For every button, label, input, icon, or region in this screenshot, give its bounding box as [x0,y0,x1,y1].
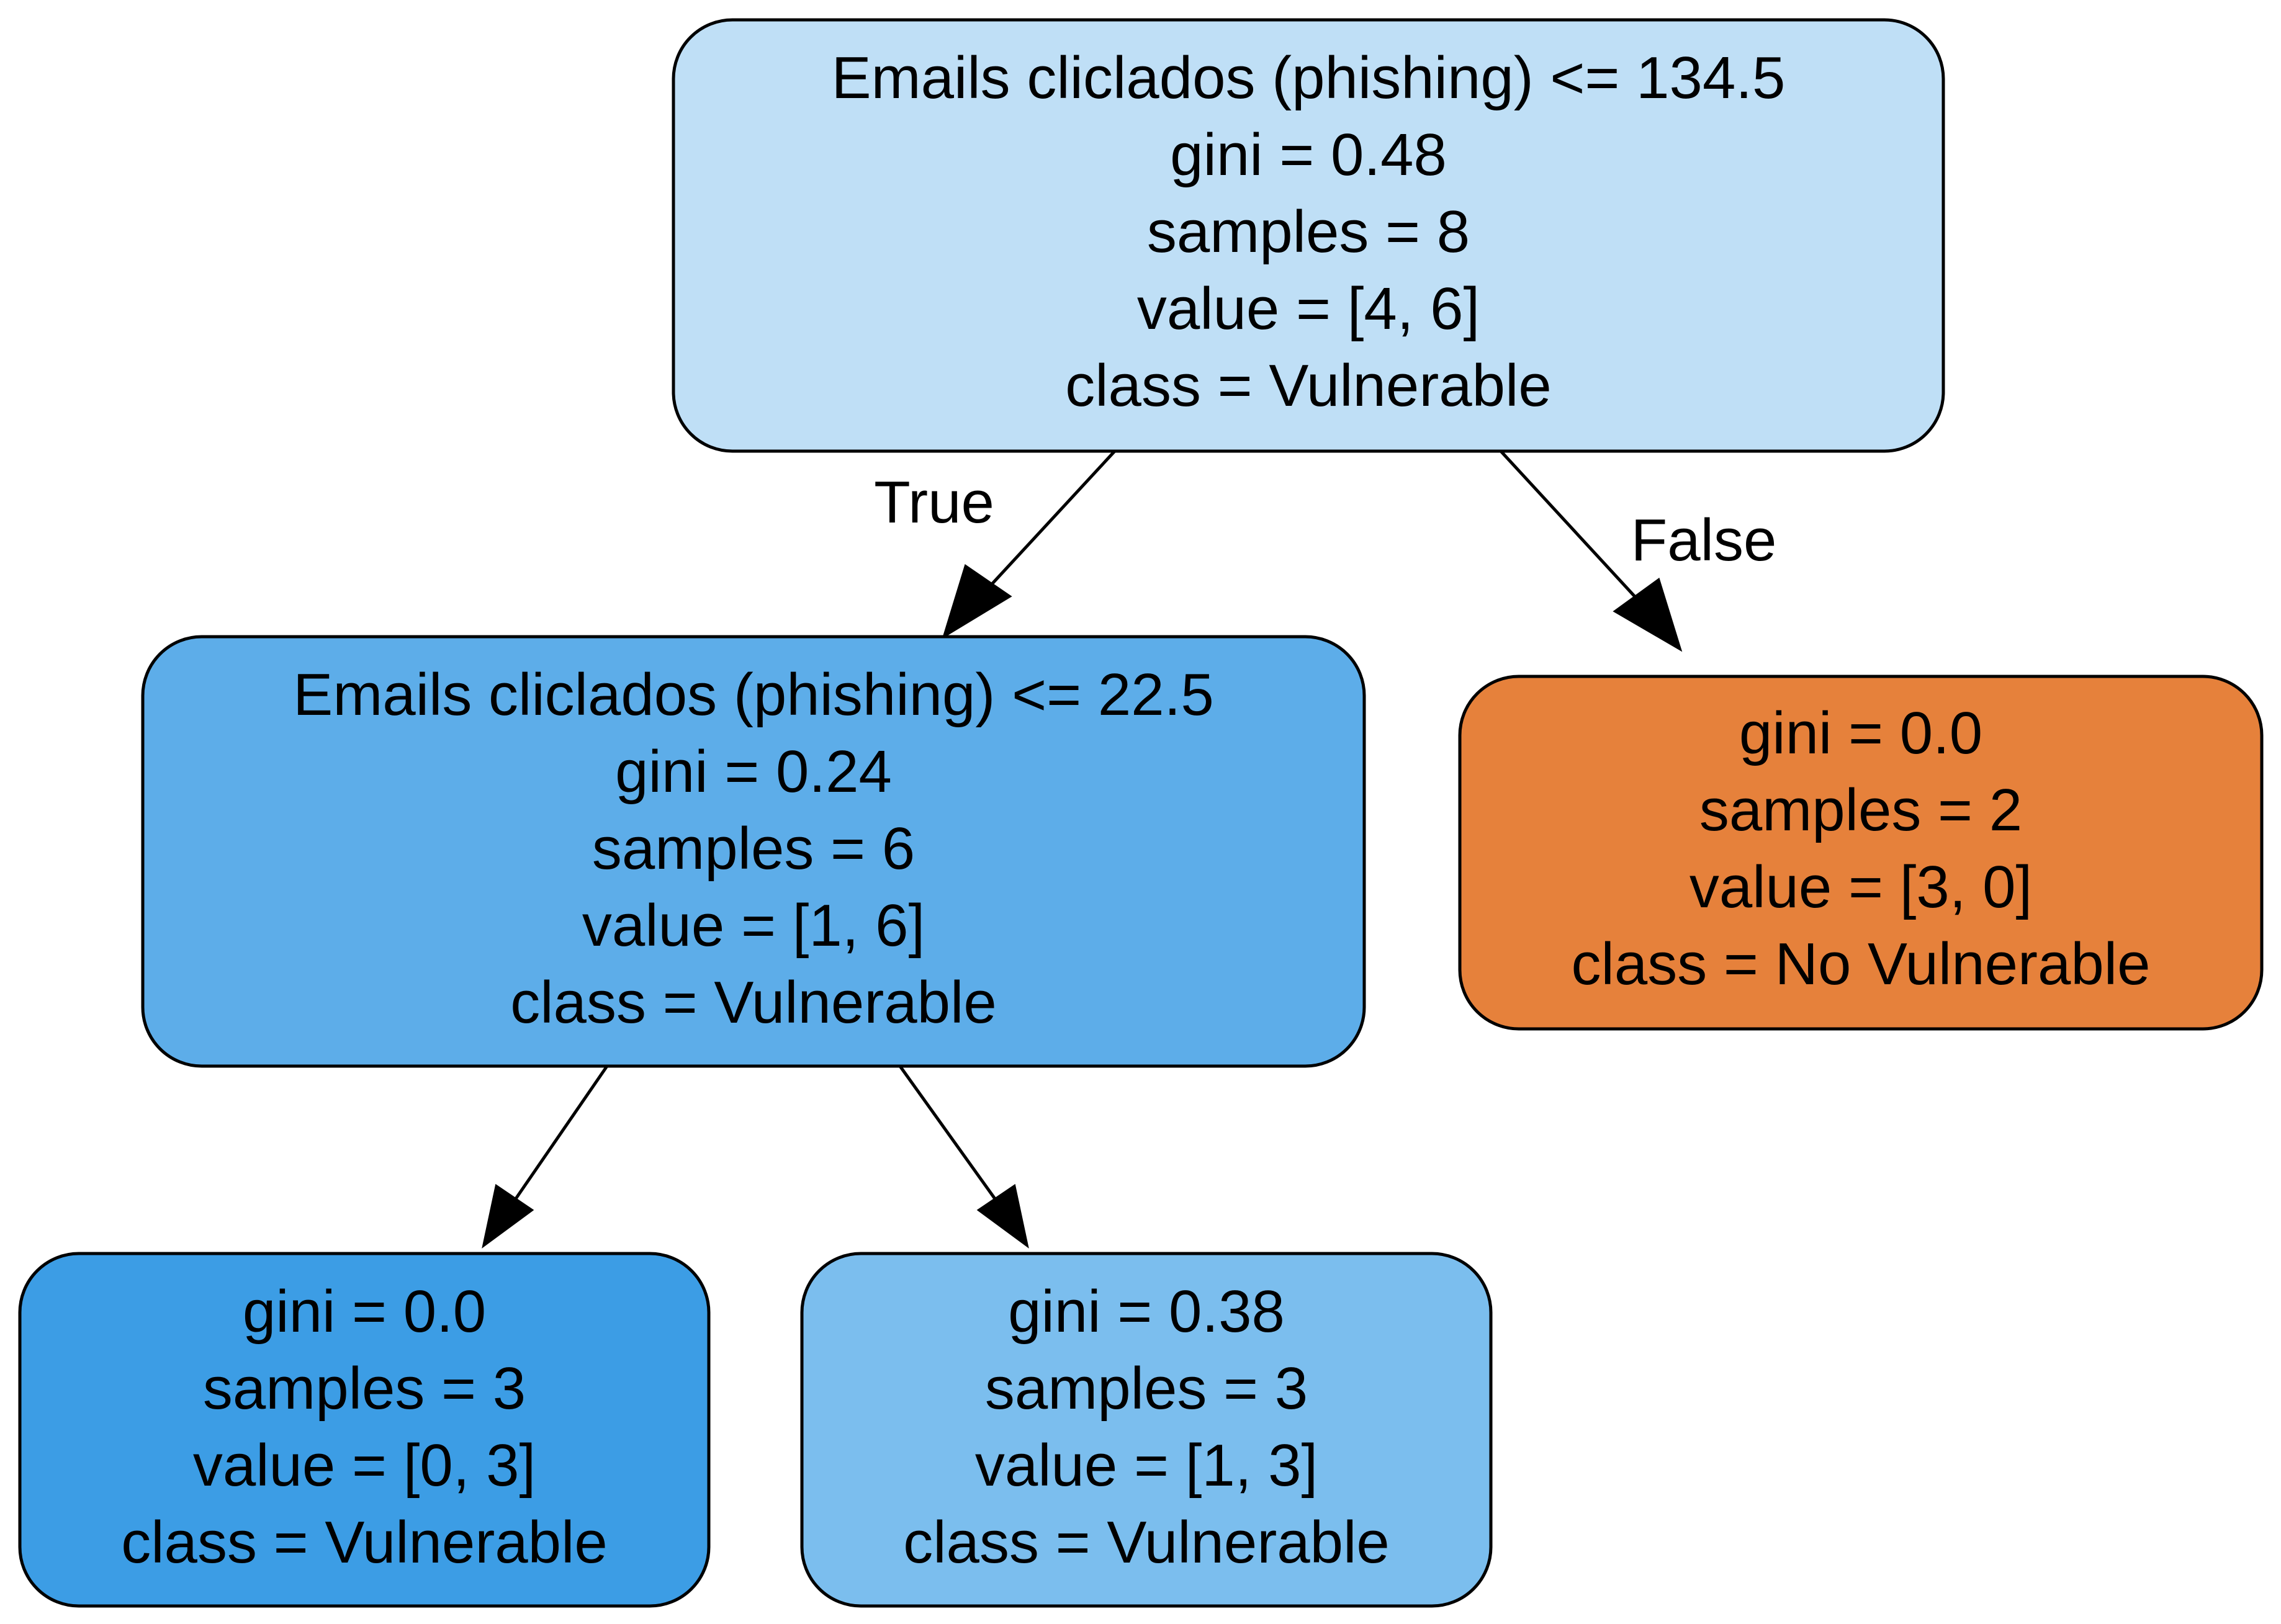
edge-label-true: True [874,469,994,536]
edge-root-to-left: True [874,450,1116,639]
node-class: class = Vulnerable [1065,352,1552,419]
node-box [1458,675,2264,1031]
node-gini: gini = 0.0 [1739,700,1982,766]
edge-left-to-left-right [898,1065,1029,1249]
node-samples: samples = 3 [985,1355,1308,1422]
node-box [18,1252,711,1608]
node-split-rule: Emails cliclados (phishing) <= 22.5 [293,662,1213,728]
node-gini: gini = 0.48 [1170,122,1447,188]
tree-node-left-right: gini = 0.38 samples = 3 value = [1, 3] c… [800,1252,1493,1608]
node-class: class = No Vulnerable [1572,931,2151,997]
node-box [672,18,1945,453]
tree-node-root: Emails cliclados (phishing) <= 134.5 gin… [672,18,1945,453]
node-samples: samples = 6 [592,815,915,882]
node-box [141,635,1366,1068]
node-value: value = [4, 6] [1137,276,1480,342]
node-gini: gini = 0.24 [615,738,892,805]
node-box [800,1252,1493,1608]
node-value: value = [0, 3] [193,1432,536,1499]
tree-node-right: gini = 0.0 samples = 2 value = [3, 0] cl… [1458,675,2264,1031]
node-samples: samples = 2 [1699,777,2022,843]
node-samples: samples = 8 [1147,199,1470,265]
node-gini: gini = 0.38 [1008,1278,1285,1345]
node-value: value = [3, 0] [1689,854,2032,920]
edge-label-false: False [1631,507,1777,573]
edge-root-to-right: False [1500,450,1777,652]
node-value: value = [1, 3] [975,1432,1318,1499]
node-class: class = Vulnerable [510,969,997,1036]
node-class: class = Vulnerable [903,1509,1390,1576]
edge-left-to-left-left [482,1065,609,1249]
tree-node-left: Emails cliclados (phishing) <= 22.5 gini… [141,635,1366,1068]
tree-node-left-left: gini = 0.0 samples = 3 value = [0, 3] cl… [18,1252,711,1608]
node-class: class = Vulnerable [121,1509,608,1576]
node-value: value = [1, 6] [582,892,925,959]
node-gini: gini = 0.0 [243,1278,486,1345]
node-samples: samples = 3 [203,1355,526,1422]
node-split-rule: Emails cliclados (phishing) <= 134.5 [832,45,1786,111]
